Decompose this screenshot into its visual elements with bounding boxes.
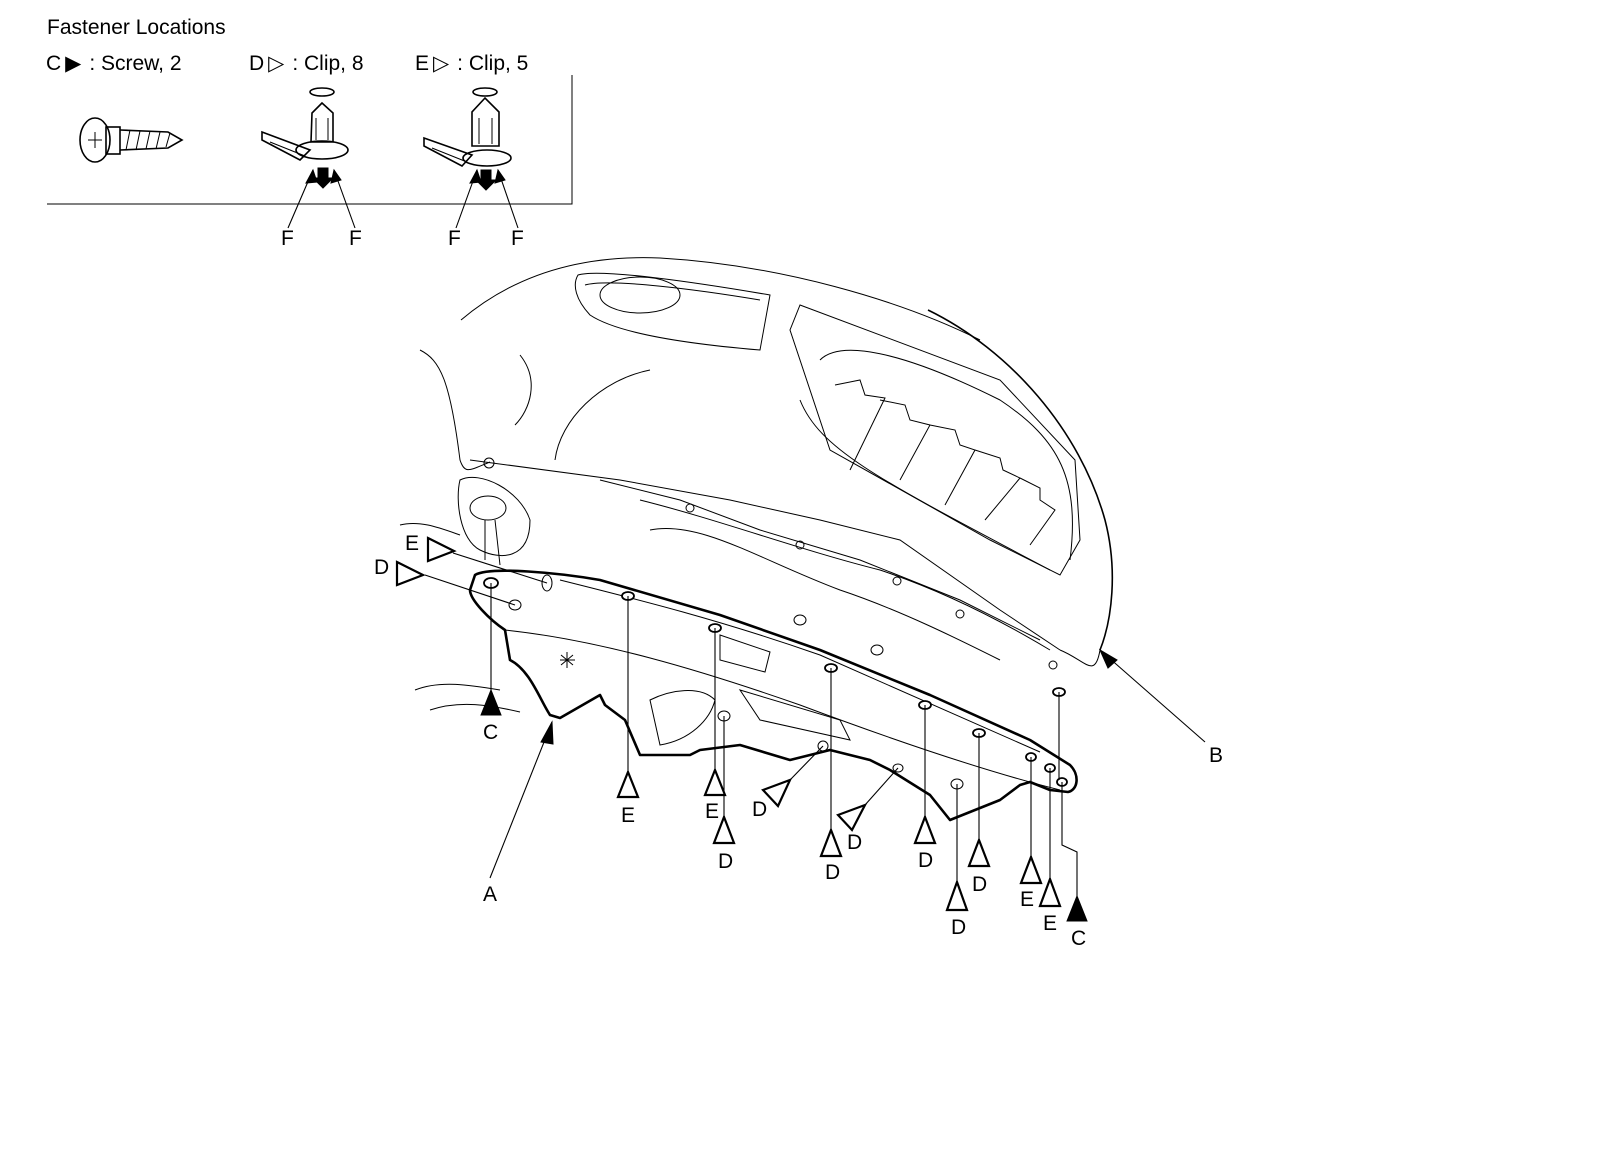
arrow-head-a <box>540 720 554 745</box>
callout-c: C <box>1071 927 1086 950</box>
clip-e-marker <box>426 536 457 563</box>
clip-d-marker <box>819 826 843 858</box>
label-f: F <box>349 227 362 250</box>
legend-item-screw: C▶ : Screw, 2 <box>46 51 182 76</box>
clip-e-marker <box>616 769 640 799</box>
callout-d: D <box>951 916 966 939</box>
screw-c-marker <box>1066 894 1088 922</box>
legend-text: : Screw, 2 <box>89 52 182 75</box>
clip-d-marker <box>836 802 868 832</box>
callout-c: C <box>483 721 498 744</box>
solid-triangle-icon: ▶ <box>65 52 82 75</box>
legend-item-clip-e: E▷ : Clip, 5 <box>415 51 528 76</box>
callout-e: E <box>405 532 419 555</box>
rear-bumper-body <box>399 257 1114 713</box>
callout-e: E <box>621 804 635 827</box>
callout-e: E <box>1043 912 1057 935</box>
callout-d: D <box>752 798 767 821</box>
open-triangle-icon: ▷ <box>433 52 450 75</box>
callout-d: D <box>825 861 840 884</box>
legend-letter: C <box>46 52 62 75</box>
callout-e: E <box>705 800 719 823</box>
callout-a: A <box>483 883 497 906</box>
clip-d-marker <box>967 836 991 868</box>
callout-e: E <box>1020 888 1034 911</box>
undercover-part-a <box>468 569 1078 822</box>
clip-e-marker <box>1019 853 1043 885</box>
upper-rail <box>483 457 1058 670</box>
callout-d: D <box>918 849 933 872</box>
clip-d-illustration <box>261 87 356 229</box>
legend-text: : Clip, 5 <box>457 52 529 75</box>
open-triangle-icon: ▷ <box>268 52 285 75</box>
callout-d: D <box>972 873 987 896</box>
callout-d: D <box>374 556 389 579</box>
legend-frame <box>47 75 573 205</box>
callout-d: D <box>718 850 733 873</box>
legend-item-clip-d: D▷ : Clip, 8 <box>249 51 364 76</box>
label-f: F <box>281 227 294 250</box>
clip-d-marker <box>945 878 969 912</box>
screw-illustration <box>79 117 184 163</box>
clip-e-marker <box>1038 875 1062 908</box>
clip-d-marker <box>712 813 736 845</box>
leader-lines <box>424 552 1206 896</box>
clip-d-marker <box>761 778 793 808</box>
clip-e-marker <box>703 767 727 797</box>
callout-d: D <box>847 831 862 854</box>
legend-text: : Clip, 8 <box>292 52 364 75</box>
legend-letter: E <box>415 52 430 75</box>
legend-letter: D <box>249 52 265 75</box>
legend-title: Fastener Locations <box>47 16 226 39</box>
clip-d-marker <box>913 813 937 845</box>
fastener-markers <box>395 536 1088 922</box>
screw-c-marker <box>480 688 502 716</box>
clip-d-marker <box>395 560 426 587</box>
label-f: F <box>511 227 524 250</box>
label-f: F <box>448 227 461 250</box>
clip-e-illustration <box>423 87 519 229</box>
arrow-head-b <box>1098 648 1118 669</box>
callout-b: B <box>1209 744 1223 767</box>
